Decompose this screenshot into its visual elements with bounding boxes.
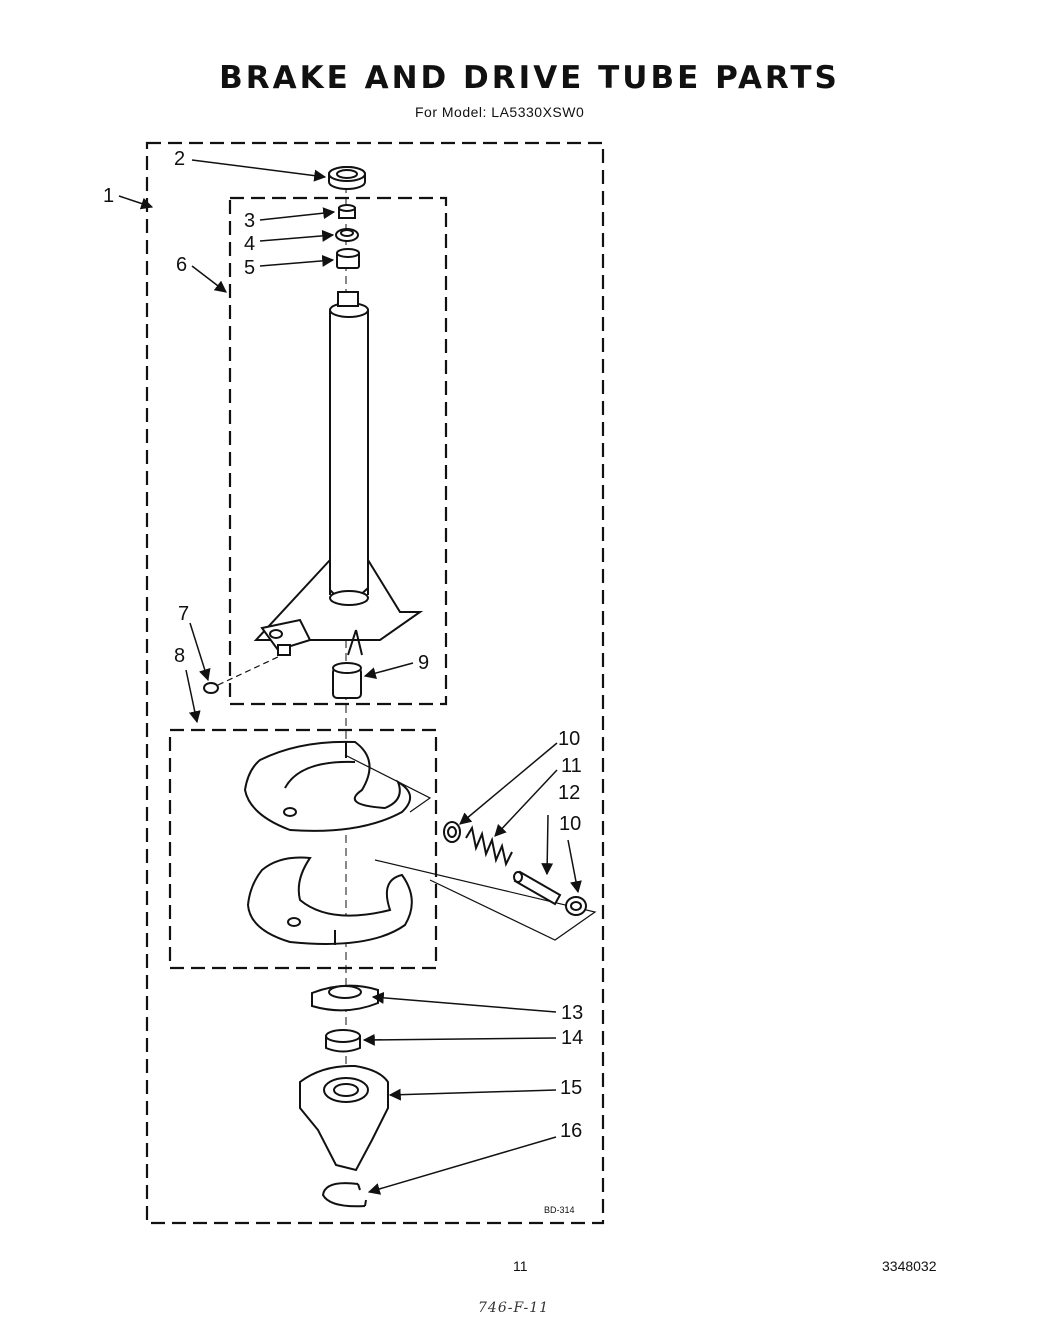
part-12-pin — [513, 870, 562, 906]
callout-7: 7 — [178, 603, 189, 625]
leader-lines — [118, 159, 582, 1195]
callout-16: 16 — [560, 1120, 582, 1142]
part-10-washer-left — [443, 821, 461, 843]
part-13-flange — [311, 984, 379, 1012]
callout-10-bottom: 10 — [559, 813, 581, 835]
callout-9: 9 — [418, 652, 429, 674]
callout-11: 11 — [561, 755, 582, 777]
part-4-washer — [335, 228, 359, 242]
part-7-clip — [203, 655, 281, 694]
callout-2: 2 — [174, 148, 185, 170]
part-2-seal — [328, 166, 366, 190]
part-6-drive-tube — [253, 291, 424, 656]
part-14-ring — [325, 1029, 361, 1053]
callout-3: 3 — [244, 210, 255, 232]
part-3-bearing — [338, 204, 356, 219]
part-11-spring — [465, 825, 513, 867]
callout-4: 4 — [244, 233, 255, 255]
assembly-outline-8 — [168, 728, 438, 970]
page-title: BRAKE AND DRIVE TUBE PARTS — [219, 60, 840, 96]
part-16-retaining-ring — [321, 1182, 367, 1208]
callout-12: 12 — [558, 782, 580, 804]
part-8-upper-brake-shoe — [243, 740, 411, 832]
callout-5: 5 — [244, 257, 255, 279]
drawing-code: BD-314 — [544, 1205, 575, 1215]
part-15-hub — [299, 1064, 389, 1172]
callout-10-top: 10 — [558, 728, 580, 750]
model-subtitle: For Model: LA5330XSW0 — [415, 104, 585, 120]
handwritten-note: 746-F-11 — [478, 1300, 550, 1316]
callout-6: 6 — [176, 254, 187, 276]
assembly-outline-1 — [145, 141, 605, 1225]
callout-14: 14 — [561, 1027, 583, 1049]
callout-8: 8 — [174, 645, 185, 667]
assembly-outline-6 — [228, 196, 448, 706]
callout-1: 1 — [103, 185, 114, 207]
callout-labels: 1 2 3 4 5 6 7 8 9 10 11 12 10 13 14 15 1… — [103, 148, 583, 1215]
document-number: 3348032 — [882, 1258, 937, 1274]
part-10-washer-right — [565, 896, 587, 916]
part-9-bushing — [332, 662, 362, 699]
part-5-bushing — [336, 248, 360, 269]
page-number: 11 — [513, 1258, 528, 1274]
callout-15: 15 — [560, 1077, 582, 1099]
callout-13: 13 — [561, 1002, 583, 1024]
part-8-lower-brake-shoe — [246, 856, 413, 945]
